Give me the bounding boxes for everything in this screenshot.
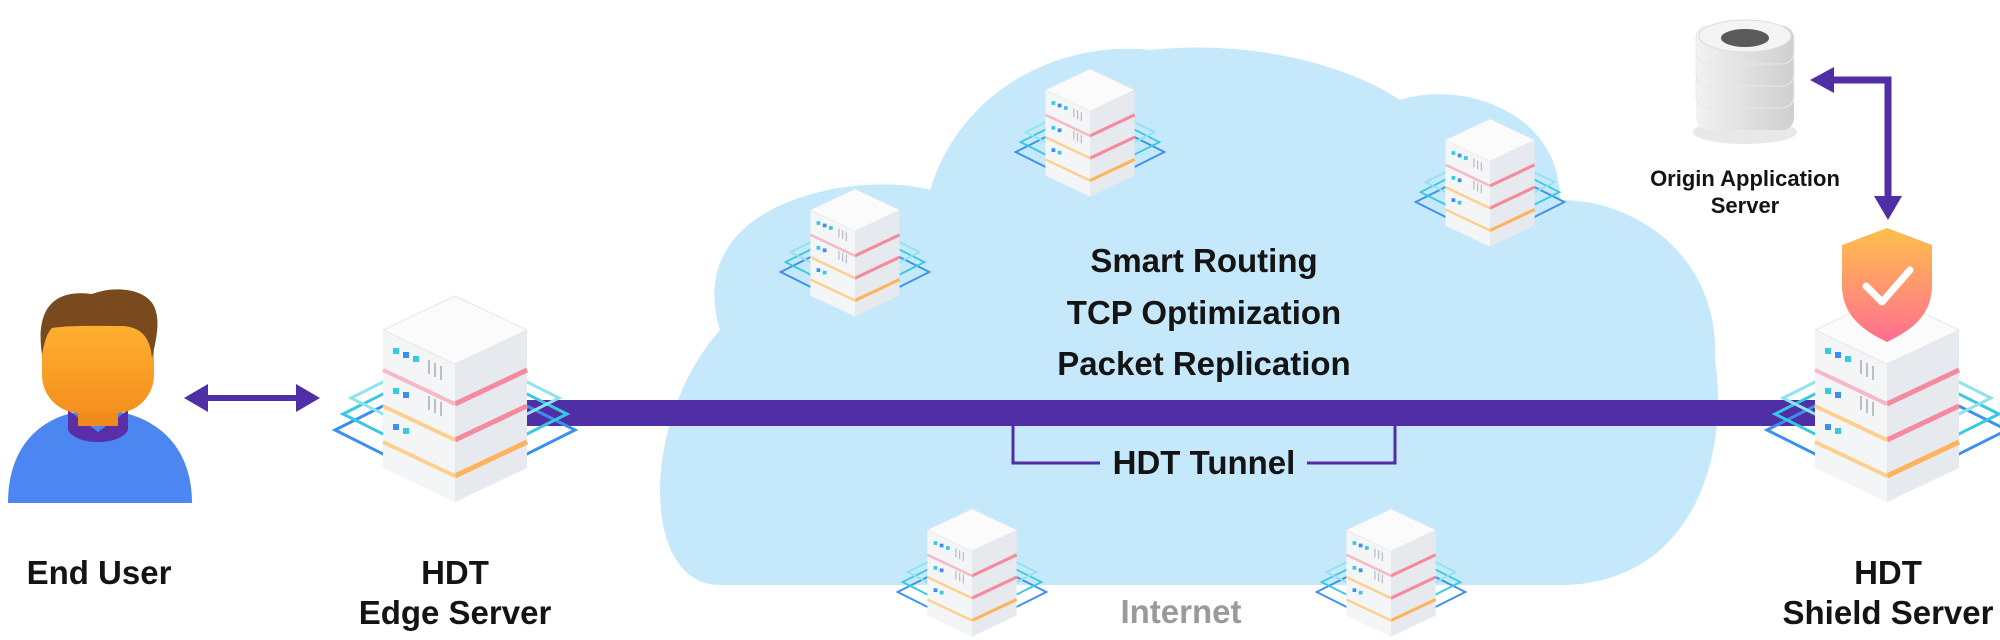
user-avatar-icon — [8, 289, 192, 503]
hdt-tunnel-bar — [520, 400, 1815, 426]
feature-packet-replication: Packet Replication — [1057, 345, 1350, 382]
feature-smart-routing: Smart Routing — [1090, 242, 1317, 279]
user-edge-arrow — [184, 384, 320, 412]
origin-server-icon — [1693, 19, 1797, 144]
internet-label: Internet — [1120, 593, 1241, 630]
origin-server-label-line2: Server — [1711, 193, 1780, 218]
edge-server-label-line2: Edge Server — [359, 594, 552, 631]
shield-check-icon — [1842, 228, 1932, 342]
shield-server-label-line2: Shield Server — [1783, 594, 1994, 631]
tunnel-label: HDT Tunnel — [1113, 444, 1296, 481]
feature-tcp-optimization: TCP Optimization — [1067, 294, 1341, 331]
edge-server-label-line1: HDT — [421, 554, 489, 591]
shield-server-label-line1: HDT — [1854, 554, 1922, 591]
edge-server-icon — [335, 296, 575, 502]
end-user-label: End User — [27, 554, 172, 591]
origin-server-label-line1: Origin Application — [1650, 166, 1840, 191]
origin-connection-arrow — [1810, 67, 1902, 220]
tunnel-bracket — [1011, 426, 1397, 465]
